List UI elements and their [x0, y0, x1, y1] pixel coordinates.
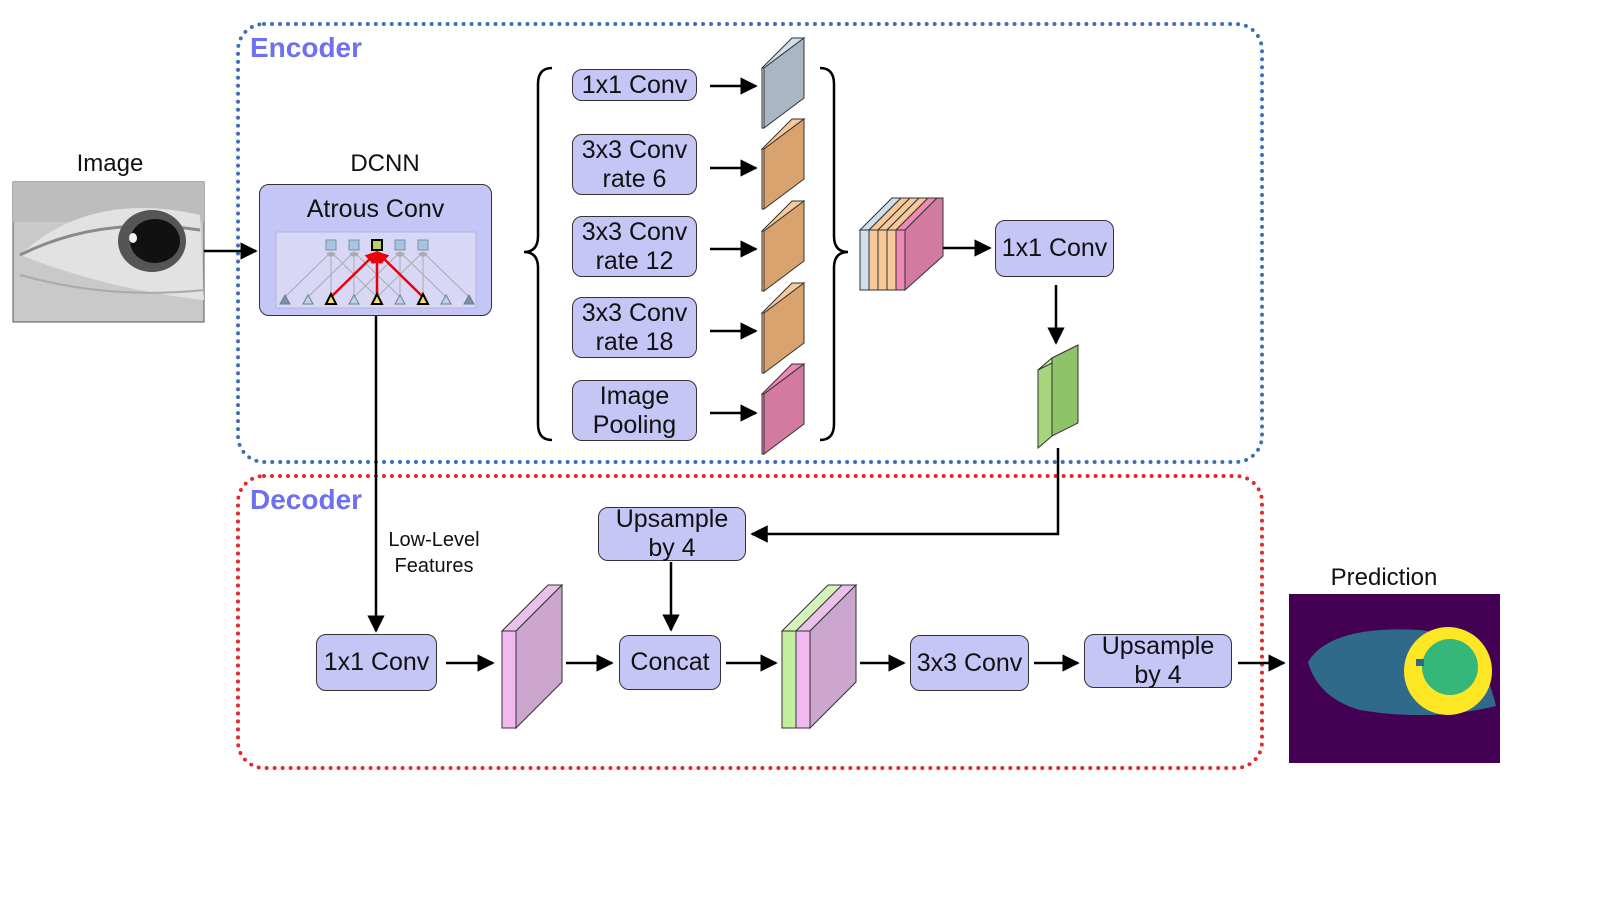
aspp-feature-map-4 [760, 282, 806, 374]
stack-slice-1 [859, 229, 870, 291]
stack-slice-4 [886, 229, 897, 291]
upsample-1-line2: by 4 [648, 534, 696, 562]
aspp-feature-map-2 [760, 118, 806, 210]
aspp-branch-5-line2: Pooling [592, 410, 677, 439]
concat-label: Concat [630, 648, 710, 676]
stack-side [904, 197, 944, 292]
stack-slice-3 [877, 229, 888, 291]
encoder-1x1-conv[interactable]: 1x1 Conv [995, 220, 1114, 277]
aspp-branch-3-line1: 3x3 Conv [581, 217, 688, 246]
low-level-projected-feature [500, 583, 564, 730]
atrous-conv-label: Atrous Conv [306, 195, 445, 223]
aspp-branch-1-label: 1x1 Conv [581, 70, 688, 99]
stack-slice-5 [895, 229, 906, 291]
decoder-title: Decoder [250, 484, 363, 515]
upsample-2-line1: Upsample [1101, 632, 1215, 660]
aspp-branch-4-line1: 3x3 Conv [581, 298, 688, 327]
upsample-2-line2: by 4 [1134, 661, 1182, 689]
aspp-branch-4-line2: rate 18 [595, 327, 674, 356]
encoder-output-feature [1037, 344, 1079, 450]
encoder-title: Encoder [250, 32, 363, 63]
decoder-upsample-2[interactable]: Upsample by 4 [1084, 632, 1232, 689]
dcnn-label: DCNN [350, 150, 420, 177]
aspp-branch-1x1-conv[interactable]: 1x1 Conv [572, 69, 697, 101]
stack-slice-2 [868, 229, 879, 291]
aspp-branch-rate-12[interactable]: 3x3 Conv rate 12 [572, 216, 697, 277]
low-level-line2: Features [394, 555, 474, 577]
aspp-feature-map-3 [760, 200, 806, 292]
concatenated-aspp-features [858, 197, 944, 292]
encoder-1x1-conv-label: 1x1 Conv [1001, 234, 1108, 262]
input-eye-image [12, 181, 205, 323]
decoder-3x3-conv[interactable]: 3x3 Conv [910, 635, 1029, 691]
concatenated-decoder-feature [780, 583, 858, 730]
prediction-label: Prediction [1330, 564, 1438, 591]
low-level-line1: Low-Level [388, 529, 480, 551]
decoder-1x1-conv-label: 1x1 Conv [323, 648, 430, 676]
decoder-region [236, 474, 1264, 770]
aspp-branch-2-line1: 3x3 Conv [581, 135, 688, 164]
aspp-branch-3-line2: rate 12 [595, 246, 674, 275]
aspp-branch-rate-18[interactable]: 3x3 Conv rate 18 [572, 297, 697, 358]
decoder-concat[interactable]: Concat [619, 635, 721, 690]
aspp-branch-2-line2: rate 6 [602, 164, 667, 193]
aspp-branch-image-pooling[interactable]: Image Pooling [572, 380, 697, 441]
input-label: Image [76, 150, 144, 177]
encoder-region [236, 22, 1264, 464]
decoder-1x1-conv[interactable]: 1x1 Conv [316, 634, 437, 691]
aspp-branch-5-line1: Image [599, 381, 670, 410]
prediction-mask-image [1289, 594, 1500, 763]
decoder-upsample-1[interactable]: Upsample by 4 [598, 505, 746, 562]
low-level-features-label: Low-Level Features [372, 527, 496, 579]
decoder-3x3-conv-label: 3x3 Conv [916, 648, 1023, 677]
aspp-feature-map-5 [760, 363, 806, 455]
upsample-1-line1: Upsample [615, 505, 729, 533]
dcnn-atrous-conv-block[interactable]: Atrous Conv [259, 184, 492, 316]
aspp-feature-map-1 [760, 37, 806, 129]
aspp-branch-rate-6[interactable]: 3x3 Conv rate 6 [572, 134, 697, 195]
